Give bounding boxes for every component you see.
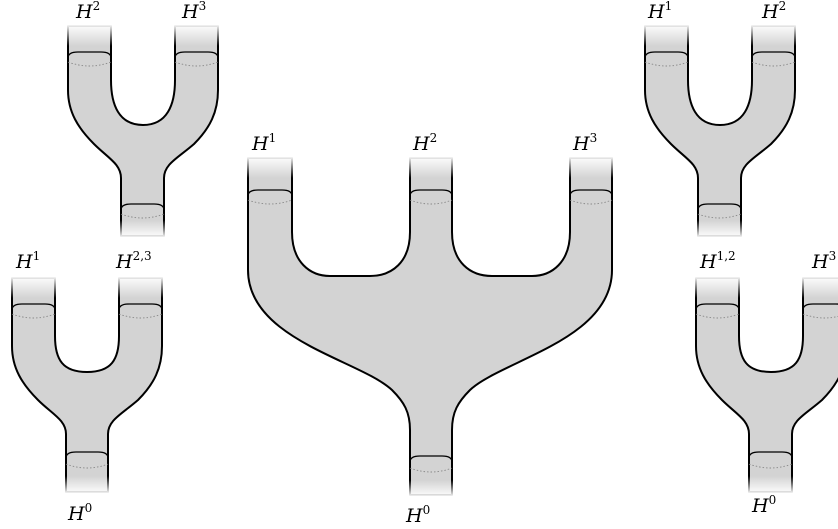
pants-top-right: H1 H2 — [637, 0, 803, 238]
label-tr-right: H2 — [761, 0, 786, 23]
label-bl-right: H2,3 — [115, 249, 152, 273]
label-tl-left: H2 — [75, 0, 100, 23]
label-tr-left: H1 — [647, 0, 672, 23]
label-c-left: H1 — [251, 131, 276, 155]
label-bl-left: H1 — [15, 249, 40, 273]
pants-bottom-left: H1 H2,3 H0 — [4, 249, 170, 525]
pants-center: H1 H2 H3 H0 — [240, 131, 620, 527]
pants-bottom-right: H1,2 H3 H0 — [688, 249, 838, 517]
label-br-left: H1,2 — [699, 249, 736, 273]
label-br-right: H3 — [811, 249, 836, 273]
label-bl-bottom: H0 — [67, 501, 92, 525]
label-c-bottom: H0 — [405, 503, 430, 527]
pants-top-left: H2 H3 — [60, 0, 226, 238]
label-tl-right: H3 — [181, 0, 206, 23]
label-c-right: H3 — [572, 131, 597, 155]
label-c-mid: H2 — [412, 131, 437, 155]
label-br-bottom: H0 — [751, 493, 776, 517]
